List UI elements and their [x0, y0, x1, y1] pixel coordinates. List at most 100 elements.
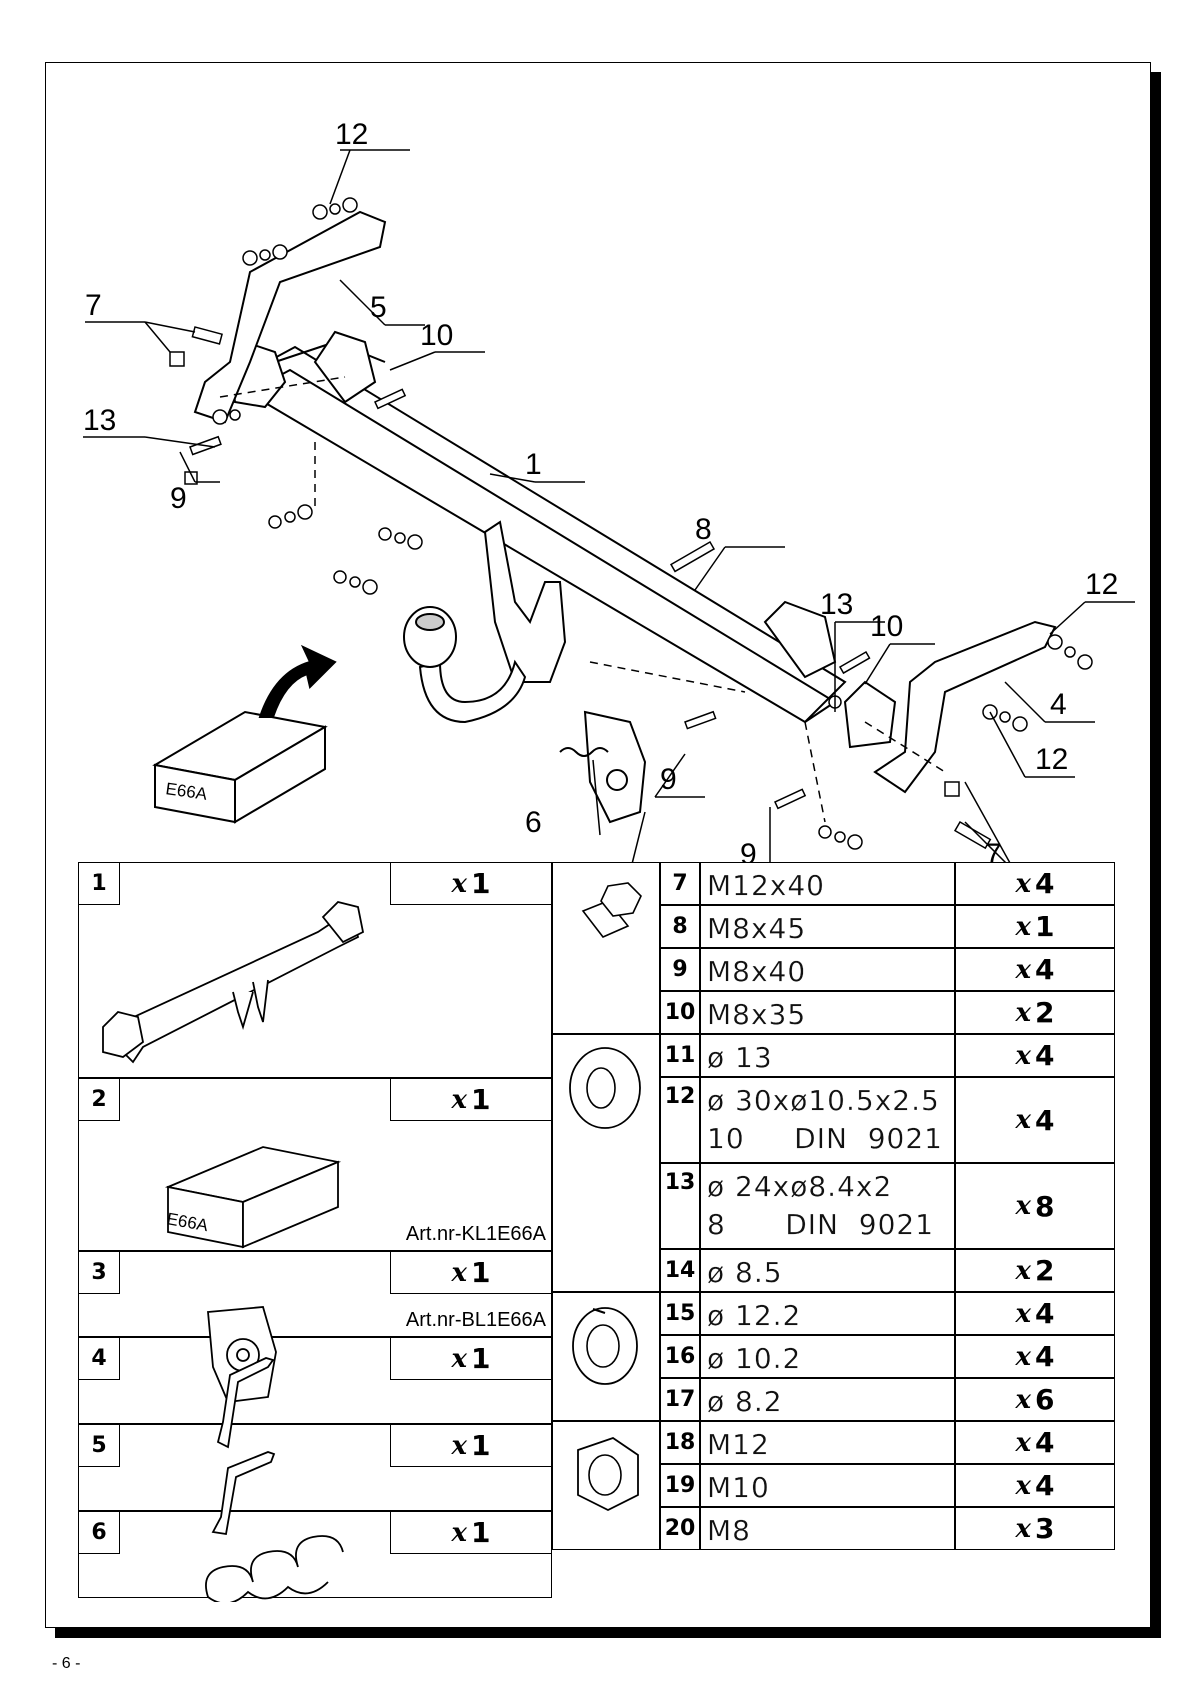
qty-value: 4: [1035, 1469, 1055, 1502]
part-number-13: 13: [660, 1163, 700, 1249]
qty-value: 4: [1035, 1103, 1055, 1137]
nut-icon-cell: [552, 1421, 660, 1550]
spec-line-1: M12x40: [707, 869, 825, 902]
spec-line-1: ø 12.2: [707, 1299, 802, 1332]
spring-washer-icon: [572, 1307, 638, 1385]
qty-value: 2: [1035, 1254, 1055, 1287]
part-number-1: 1: [78, 862, 120, 905]
qty-multiplier: x: [451, 868, 468, 899]
callout-10-a: 10: [420, 319, 453, 352]
qty-multiplier: x: [451, 1257, 468, 1288]
qty-multiplier: x: [1015, 1255, 1032, 1286]
part-number-19: 19: [660, 1464, 700, 1507]
spec-line-2: 10 DIN 9021: [707, 1122, 943, 1155]
spec-line-1: ø 10.2: [707, 1342, 802, 1375]
spring: [559, 747, 609, 757]
qty-value: 6: [1035, 1383, 1055, 1416]
part-spec-15: ø 12.2: [700, 1292, 955, 1335]
qty-value: 4: [1035, 1426, 1055, 1459]
part-spec-8: M8x45: [700, 905, 955, 948]
assembly-diagram: 12 5 7 10 13 1 9 8 13 10 12 4 12 9 6 3 9…: [83, 118, 1135, 862]
qty-value: 2: [1035, 996, 1055, 1029]
part-number-7: 7: [660, 862, 700, 905]
spec-line-1: ø 8.5: [707, 1256, 783, 1289]
callout-10-b: 10: [870, 610, 903, 643]
part-spec-7: M12x40: [700, 862, 955, 905]
part-illustrations: E66A: [102, 901, 365, 1602]
qty-multiplier: x: [451, 1343, 468, 1374]
part-number-10: 10: [660, 991, 700, 1034]
spec-line-1: M8x45: [707, 912, 807, 945]
part-number-9: 9: [660, 948, 700, 991]
spec-line-1: ø 13: [707, 1041, 773, 1074]
spring-washer-icon-cell: [552, 1292, 660, 1421]
qty-multiplier: x: [451, 1430, 468, 1461]
callout-13-a: 13: [83, 404, 116, 437]
part-number-12: 12: [660, 1077, 700, 1163]
nut-icon: [577, 1437, 639, 1512]
callout-9-b: 9: [660, 763, 677, 796]
spec-line-1: ø 8.2: [707, 1385, 783, 1418]
bolt-icon: [581, 882, 642, 938]
part-number-17: 17: [660, 1378, 700, 1421]
qty-multiplier: x: [1015, 1191, 1032, 1221]
spec-line-1: ø 30xø10.5x2.5: [707, 1084, 940, 1117]
part-spec-14: ø 8.5: [700, 1249, 955, 1292]
callout-13-b: 13: [820, 588, 853, 621]
article-number: Art.nr-KL1E66A: [405, 1223, 546, 1245]
qty-value: 1: [471, 1516, 491, 1549]
part-number-15: 15: [660, 1292, 700, 1335]
part-number-14: 14: [660, 1249, 700, 1292]
qty-multiplier: x: [1015, 1040, 1032, 1071]
part-spec-19: M10: [700, 1464, 955, 1507]
qty-value: 4: [1035, 1297, 1055, 1330]
part-number-8: 8: [660, 905, 700, 948]
spec-line-1: M12: [707, 1428, 770, 1461]
callout-labels: 12 5 7 10 13 1 9 8 13 10 12 4 12 9 6 3 9…: [83, 118, 1118, 862]
callout-9-a: 9: [170, 482, 187, 515]
part-number-18: 18: [660, 1421, 700, 1464]
callout-12-c: 12: [1035, 743, 1068, 776]
qty-multiplier: x: [1015, 1513, 1032, 1544]
callout-7-b: 7: [985, 838, 1002, 862]
spec-line-1: M8: [707, 1514, 751, 1547]
e66a-box: [152, 644, 337, 824]
qty-multiplier: x: [451, 1517, 468, 1548]
callout-1: 1: [525, 448, 542, 481]
callout-9-c: 9: [740, 838, 757, 862]
qty-value: 1: [1035, 910, 1055, 943]
part-spec-18: M12: [700, 1421, 955, 1464]
qty-multiplier: x: [1015, 1341, 1032, 1372]
callout-8: 8: [695, 513, 712, 546]
qty-multiplier: x: [1015, 868, 1032, 899]
page-number: - 6 -: [52, 1655, 81, 1672]
qty-value: 1: [471, 1429, 491, 1462]
spec-line-1: M8x35: [707, 998, 807, 1031]
right-end-plate: [763, 600, 837, 679]
qty-multiplier: x: [1015, 1105, 1032, 1135]
hook-mount: [483, 520, 567, 683]
part-number-5: 5: [78, 1424, 120, 1467]
bolt-icon-cell: [552, 862, 660, 1034]
qty-value: 1: [471, 1083, 491, 1116]
part-number-4: 4: [78, 1337, 120, 1380]
qty-value: 4: [1035, 953, 1055, 986]
qty-multiplier: x: [1015, 911, 1032, 942]
part-spec-10: M8x35: [700, 991, 955, 1034]
